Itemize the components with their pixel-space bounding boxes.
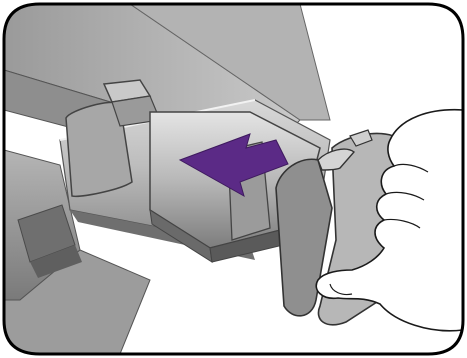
cable-clip-illustration bbox=[0, 0, 467, 358]
illustration-frame bbox=[0, 0, 467, 358]
